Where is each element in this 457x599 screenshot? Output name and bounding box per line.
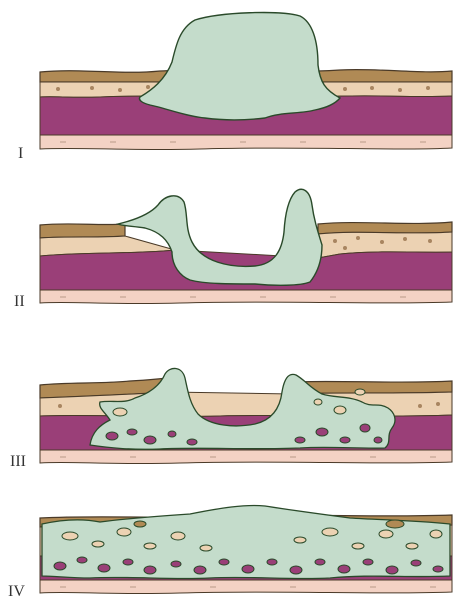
panel-2: II <box>14 189 452 310</box>
panel-2-label: II <box>14 293 25 310</box>
panel-4: IV <box>8 505 452 599</box>
panel-2-bottom-layer <box>40 290 452 304</box>
panel-1-label: I <box>18 145 23 162</box>
panel-3-label: III <box>10 453 26 470</box>
panel-4-bottom-layer <box>40 580 452 594</box>
panel-3-bottom-layer <box>40 450 452 464</box>
panel-1: I <box>18 13 452 162</box>
panel-3: III <box>10 368 452 470</box>
panel-2-topsoil-layer <box>40 224 125 238</box>
panel-4-label: IV <box>8 583 25 599</box>
panel-1-mass <box>139 13 340 120</box>
